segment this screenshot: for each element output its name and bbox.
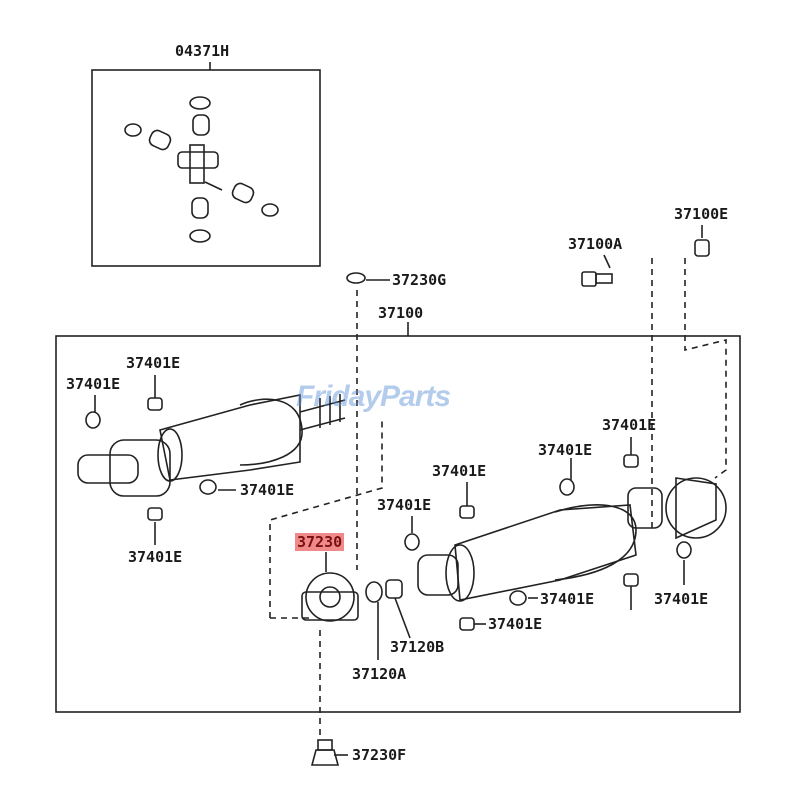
label-37230G[interactable]: 37230G [392,271,447,289]
center-bearing [301,572,359,622]
rear-shaft [417,477,727,602]
label-37401E-9[interactable]: 37401E [540,590,595,608]
label-37401E-5[interactable]: 37401E [432,462,487,480]
watermark-text-b: Parts [380,380,451,413]
label-37100E[interactable]: 37100E [674,205,729,223]
label-37401E-4[interactable]: 37401E [128,548,183,566]
watermark-text-a: Friday [296,380,381,413]
label-37401E-2[interactable]: 37401E [66,375,121,393]
label-37401E-3[interactable]: 37401E [240,481,295,499]
ujoint-kit-box [91,69,321,267]
label-37100[interactable]: 37100 [378,304,424,322]
label-37230-highlight: 37230 [295,533,345,551]
label-37401E-11[interactable]: 37401E [654,590,709,608]
front-shaft [77,394,346,497]
leader-lines [94,375,685,756]
bolt-37100A [581,254,613,287]
label-37401E-1[interactable]: 37401E [126,354,181,372]
label-37401E-10[interactable]: 37401E [488,615,543,633]
label-37230F[interactable]: 37230F [352,746,407,764]
assembly-box [55,335,741,713]
label-37230[interactable]: 37230 [295,533,345,551]
ujoint-kit-parts [124,96,279,243]
label-37120B[interactable]: 37120B [390,638,445,656]
label-37401E-8[interactable]: 37401E [602,416,657,434]
label-37100A[interactable]: 37100A [568,235,623,253]
label-37120A[interactable]: 37120A [352,665,407,683]
label-04371H[interactable]: 04371H [175,42,230,60]
label-37401E-6[interactable]: 37401E [377,496,432,514]
watermark-logo: FridayParts [296,380,451,414]
label-37401E-7[interactable]: 37401E [538,441,593,459]
